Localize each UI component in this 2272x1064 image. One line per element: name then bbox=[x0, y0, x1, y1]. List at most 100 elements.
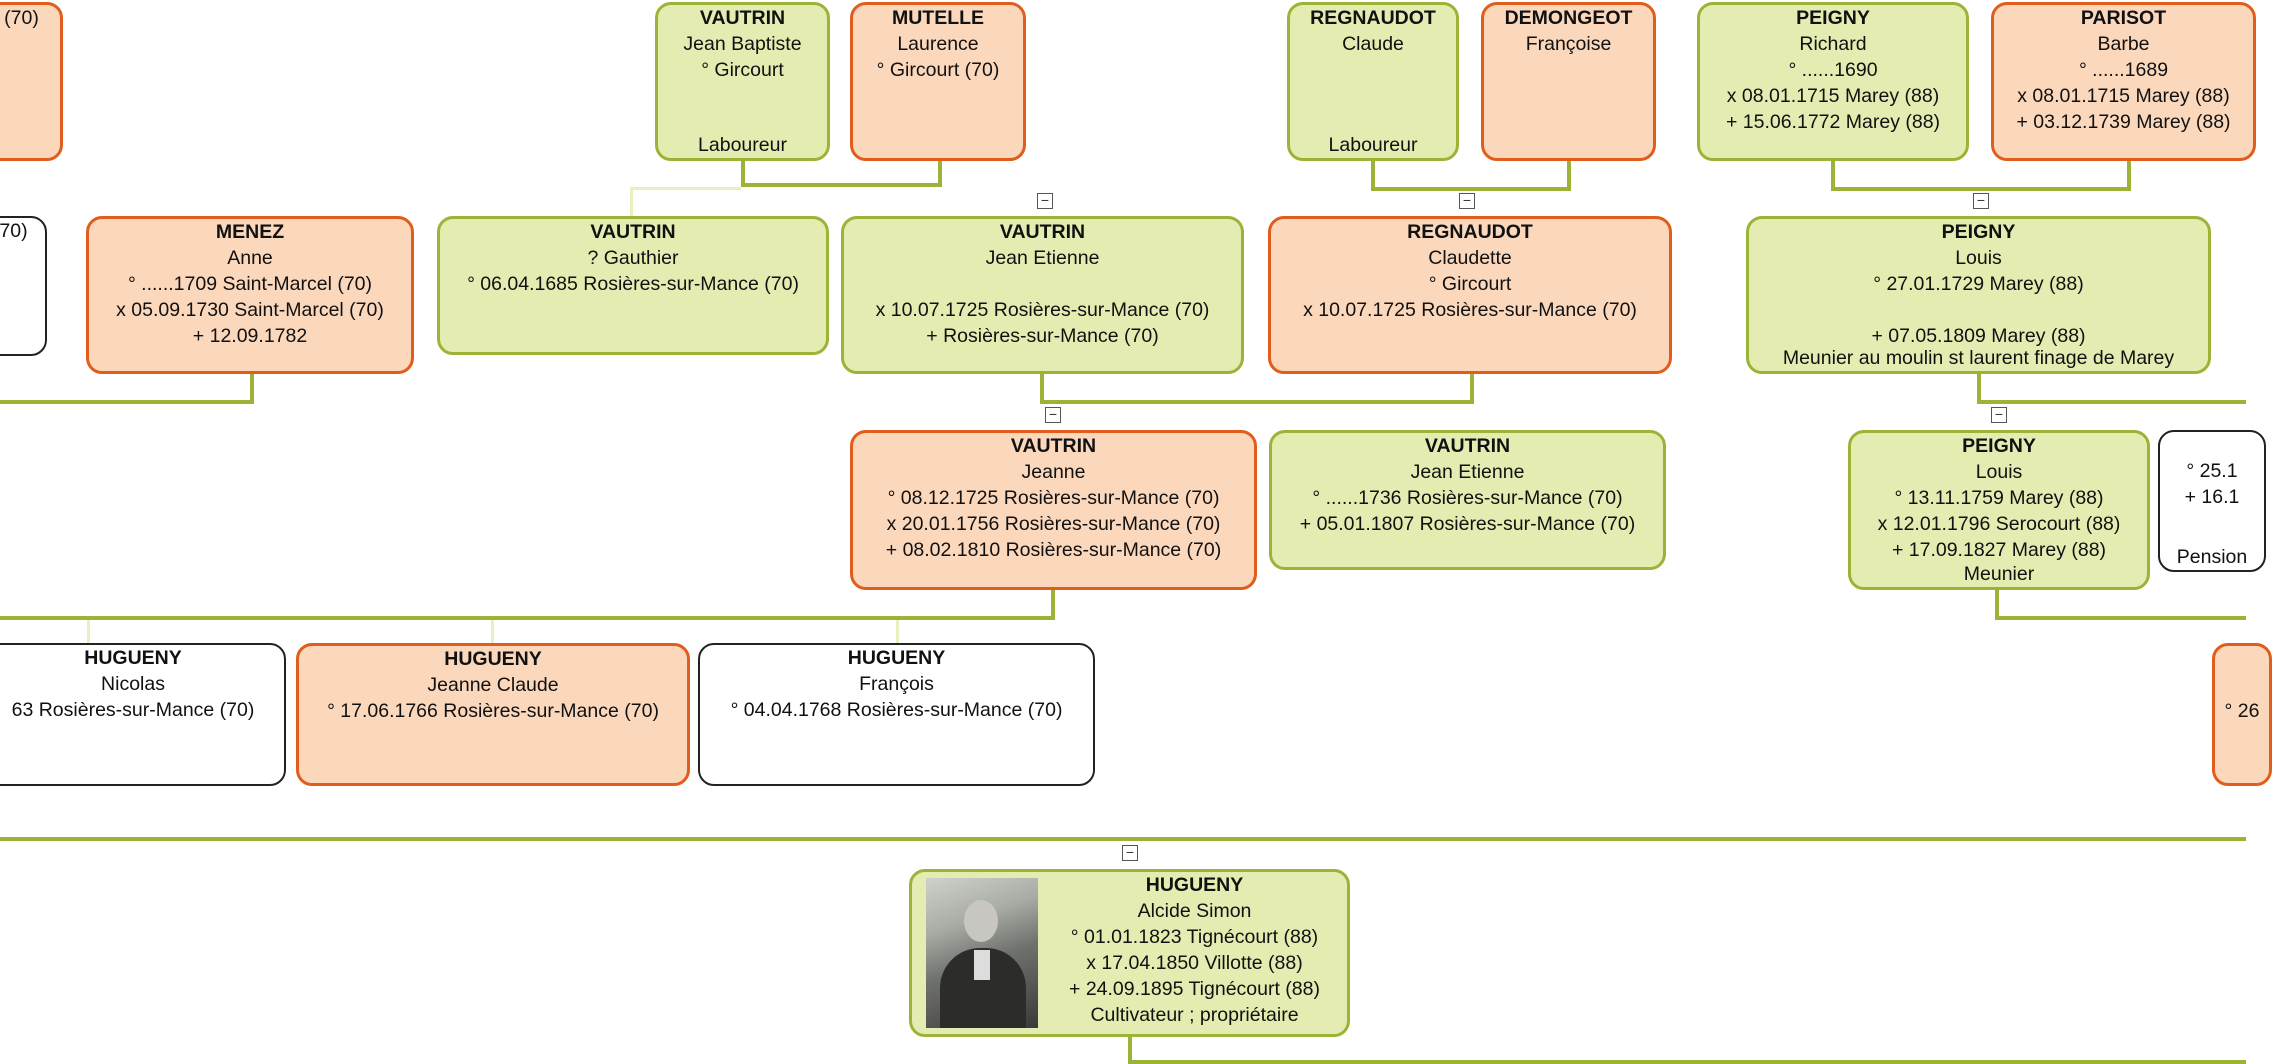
person-detail-line: ° ......1736 Rosières-sur-Mance (70) bbox=[1312, 487, 1623, 509]
person-detail-line: Jean Baptiste bbox=[683, 33, 802, 55]
collapse-toggle-button[interactable]: − bbox=[1045, 407, 1061, 423]
person-box-left-unknown-mid[interactable]: 70) bbox=[0, 216, 47, 356]
person-surname: MUTELLE bbox=[891, 7, 985, 29]
connector-line bbox=[1371, 161, 1375, 191]
person-box-hugueny-francois[interactable]: HUGUENY François ° 04.04.1768 Rosières-sur… bbox=[698, 643, 1095, 786]
connector-line bbox=[938, 161, 942, 187]
person-detail-line bbox=[2215, 646, 2269, 672]
collapse-toggle-button[interactable]: − bbox=[1122, 845, 1138, 861]
person-detail-line: + 03.12.1739 Marey (88) bbox=[2016, 111, 2231, 133]
person-surname: PEIGNY bbox=[1796, 7, 1870, 29]
connector-line bbox=[87, 620, 90, 643]
person-surname: REGNAUDOT bbox=[1407, 221, 1533, 243]
connector-line bbox=[896, 620, 899, 643]
person-surname: REGNAUDOT bbox=[1310, 7, 1436, 29]
person-detail-line: + 15.06.1772 Marey (88) bbox=[1725, 111, 1941, 133]
collapse-toggle-button[interactable]: − bbox=[1037, 193, 1053, 209]
person-surname: DEMONGEOT bbox=[1504, 7, 1633, 29]
person-detail-line: ° 27.01.1729 Marey (88) bbox=[1873, 273, 2084, 295]
person-detail-line: ° 04.04.1768 Rosières-sur-Mance (70) bbox=[730, 699, 1063, 721]
collapse-toggle-button[interactable]: − bbox=[1991, 407, 2007, 423]
portrait-photo bbox=[926, 878, 1038, 1028]
person-detail-line: + 12.09.1782 bbox=[192, 325, 308, 347]
connector-line bbox=[250, 374, 254, 404]
connector-line bbox=[1040, 400, 1474, 404]
connector-line bbox=[491, 620, 494, 643]
person-surname: HUGUENY bbox=[444, 648, 542, 670]
connector-line bbox=[741, 183, 942, 187]
person-detail-line: ° Gircourt (70) bbox=[876, 59, 1000, 81]
person-box-peigny-louis-1729[interactable]: PEIGNY Louis ° 27.01.1729 Marey (88) + 07.… bbox=[1746, 216, 2211, 374]
person-detail-line: Jeanne Claude bbox=[427, 674, 559, 696]
person-detail-line: + 24.09.1895 Tignécourt (88) bbox=[1069, 978, 1320, 1000]
person-detail-line: x 08.01.1715 Marey (88) bbox=[1726, 85, 1940, 107]
connector-line bbox=[1051, 590, 1055, 620]
person-detail-line bbox=[844, 271, 1241, 297]
person-box-left-female-top[interactable]: (70) bbox=[0, 2, 63, 161]
connector-line bbox=[2127, 161, 2131, 191]
person-detail-line: x 08.01.1715 Marey (88) bbox=[2017, 85, 2230, 107]
person-box-regnaudot-claudette[interactable]: REGNAUDOT Claudette ° Gircourt x 10.07.1725… bbox=[1268, 216, 1672, 374]
person-detail-line: Louis bbox=[1955, 247, 2002, 269]
person-detail-line: Alcide Simon bbox=[1137, 900, 1252, 922]
person-detail-line: Jean Etienne bbox=[1410, 461, 1525, 483]
person-detail-line: + 17.09.1827 Marey (88) bbox=[1891, 539, 2107, 561]
person-box-menez-anne[interactable]: MENEZ Anne ° ......1709 Saint-Marcel (70) x… bbox=[86, 216, 414, 374]
collapse-toggle-button[interactable]: − bbox=[1459, 193, 1475, 209]
person-detail-line: François bbox=[859, 673, 934, 695]
person-detail-line: Cultivateur ; propriétaire bbox=[1090, 1004, 1299, 1026]
person-surname: HUGUENY bbox=[1145, 874, 1244, 896]
person-detail-line: Françoise bbox=[1525, 33, 1612, 55]
person-detail-line: x 10.07.1725 Rosières-sur-Mance (70) bbox=[1303, 299, 1637, 321]
person-box-vautrin-gauthier[interactable]: VAUTRIN? Gauthier° 06.04.1685 Rosières-s… bbox=[437, 216, 829, 355]
person-box-mutelle-laurence[interactable]: MUTELLE Laurence ° Gircourt (70) bbox=[850, 2, 1026, 161]
person-detail-line: ° 26 bbox=[2224, 700, 2260, 722]
person-surname: PEIGNY bbox=[1962, 435, 2036, 457]
person-surname: PEIGNY bbox=[1941, 221, 2016, 243]
person-occupation: Laboureur bbox=[698, 134, 787, 156]
person-detail-line: + 08.02.1810 Rosières-sur-Mance (70) bbox=[885, 539, 1222, 561]
person-detail-line: Claude bbox=[1342, 33, 1404, 55]
person-box-demongeot-francoise[interactable]: DEMONGEOT Françoise bbox=[1481, 2, 1656, 161]
person-occupation: Meunier bbox=[1963, 563, 2035, 585]
connector-line bbox=[1995, 590, 1999, 620]
person-detail-line: Jeanne bbox=[1021, 461, 1086, 483]
connector-line bbox=[1831, 187, 2131, 191]
connector-line bbox=[0, 400, 254, 404]
person-surname: HUGUENY bbox=[84, 647, 182, 669]
person-detail-line: + 07.05.1809 Marey (88) bbox=[1871, 325, 2086, 347]
person-surname: MENEZ bbox=[215, 221, 285, 243]
person-detail-line bbox=[2215, 672, 2269, 698]
person-detail-line: Anne bbox=[227, 247, 273, 269]
person-detail-line: Laurence bbox=[897, 33, 979, 55]
person-occupation: Laboureur bbox=[1328, 134, 1418, 156]
connector-line bbox=[630, 187, 633, 216]
person-detail-line: ° 06.04.1685 Rosières-sur-Mance (70) bbox=[467, 273, 799, 295]
connector-line bbox=[0, 616, 1055, 620]
person-surname: HUGUENY bbox=[847, 647, 946, 669]
portrait-shirt bbox=[974, 950, 990, 980]
collapse-toggle-button[interactable]: − bbox=[1973, 193, 1989, 209]
person-detail-line: ° ......1709 Saint-Marcel (70) bbox=[127, 273, 373, 295]
person-surname: VAUTRIN bbox=[999, 221, 1086, 243]
person-detail-line: x 05.09.1730 Saint-Marcel (70) bbox=[116, 299, 384, 321]
person-surname: VAUTRIN bbox=[1010, 435, 1097, 457]
person-detail-line: Claudette bbox=[1428, 247, 1512, 269]
person-detail-line bbox=[2160, 432, 2264, 458]
person-box-right-female-bottom[interactable]: ° 26 bbox=[2212, 643, 2272, 786]
connector-line bbox=[1128, 1037, 1132, 1064]
connector-line bbox=[1831, 161, 1835, 191]
person-detail-line: ° Gircourt bbox=[1428, 273, 1512, 295]
